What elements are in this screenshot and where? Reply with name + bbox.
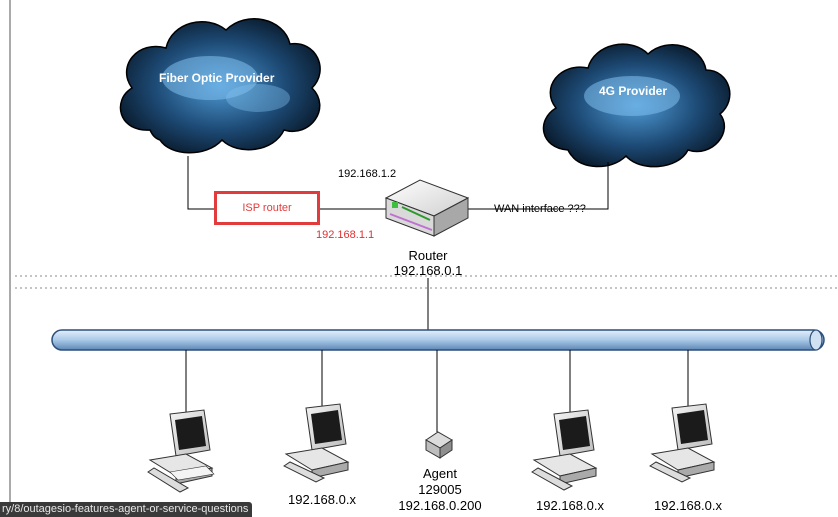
computer-icon <box>283 403 350 483</box>
isp-router-box: ISP router <box>214 191 320 225</box>
fiber-optic-provider-cloud <box>119 18 321 154</box>
computer-icon <box>531 409 598 491</box>
computer-ip-label: 192.168.0.x <box>536 498 604 513</box>
4g-provider-label: 4G Provider <box>599 84 668 98</box>
fiber-to-isp-line <box>187 156 214 210</box>
agent-device-icon <box>425 431 453 459</box>
computer-icon <box>147 409 215 493</box>
computer-ip-label: 192.168.0.x <box>654 498 722 513</box>
router-wan-ip: 192.168.1.2 <box>338 168 397 180</box>
ethernet-bus <box>51 329 825 351</box>
computer-ip-label: 192.168.0.x <box>288 492 356 507</box>
agent-name: Agent <box>423 466 457 481</box>
agent-id: 129005 <box>418 482 462 497</box>
status-bar-url: ry/8/outagesio-features-agent-or-service… <box>0 502 253 517</box>
fiber-provider-label: Fiber Optic Provider <box>159 71 275 85</box>
router-to-4g-line <box>468 162 609 210</box>
computer-icon <box>649 403 716 483</box>
4g-provider-cloud <box>542 43 731 168</box>
router-name: Router <box>408 248 448 263</box>
wan-interface-label: WAN interface ??? <box>494 203 586 215</box>
isp-router-ip: 192.168.1.1 <box>316 229 375 241</box>
agent-ip: 192.168.0.200 <box>398 498 482 513</box>
router-lan-ip: 192.168.0.1 <box>393 263 463 278</box>
isp-router-label: ISP router <box>242 202 292 214</box>
router-icon <box>384 179 470 237</box>
